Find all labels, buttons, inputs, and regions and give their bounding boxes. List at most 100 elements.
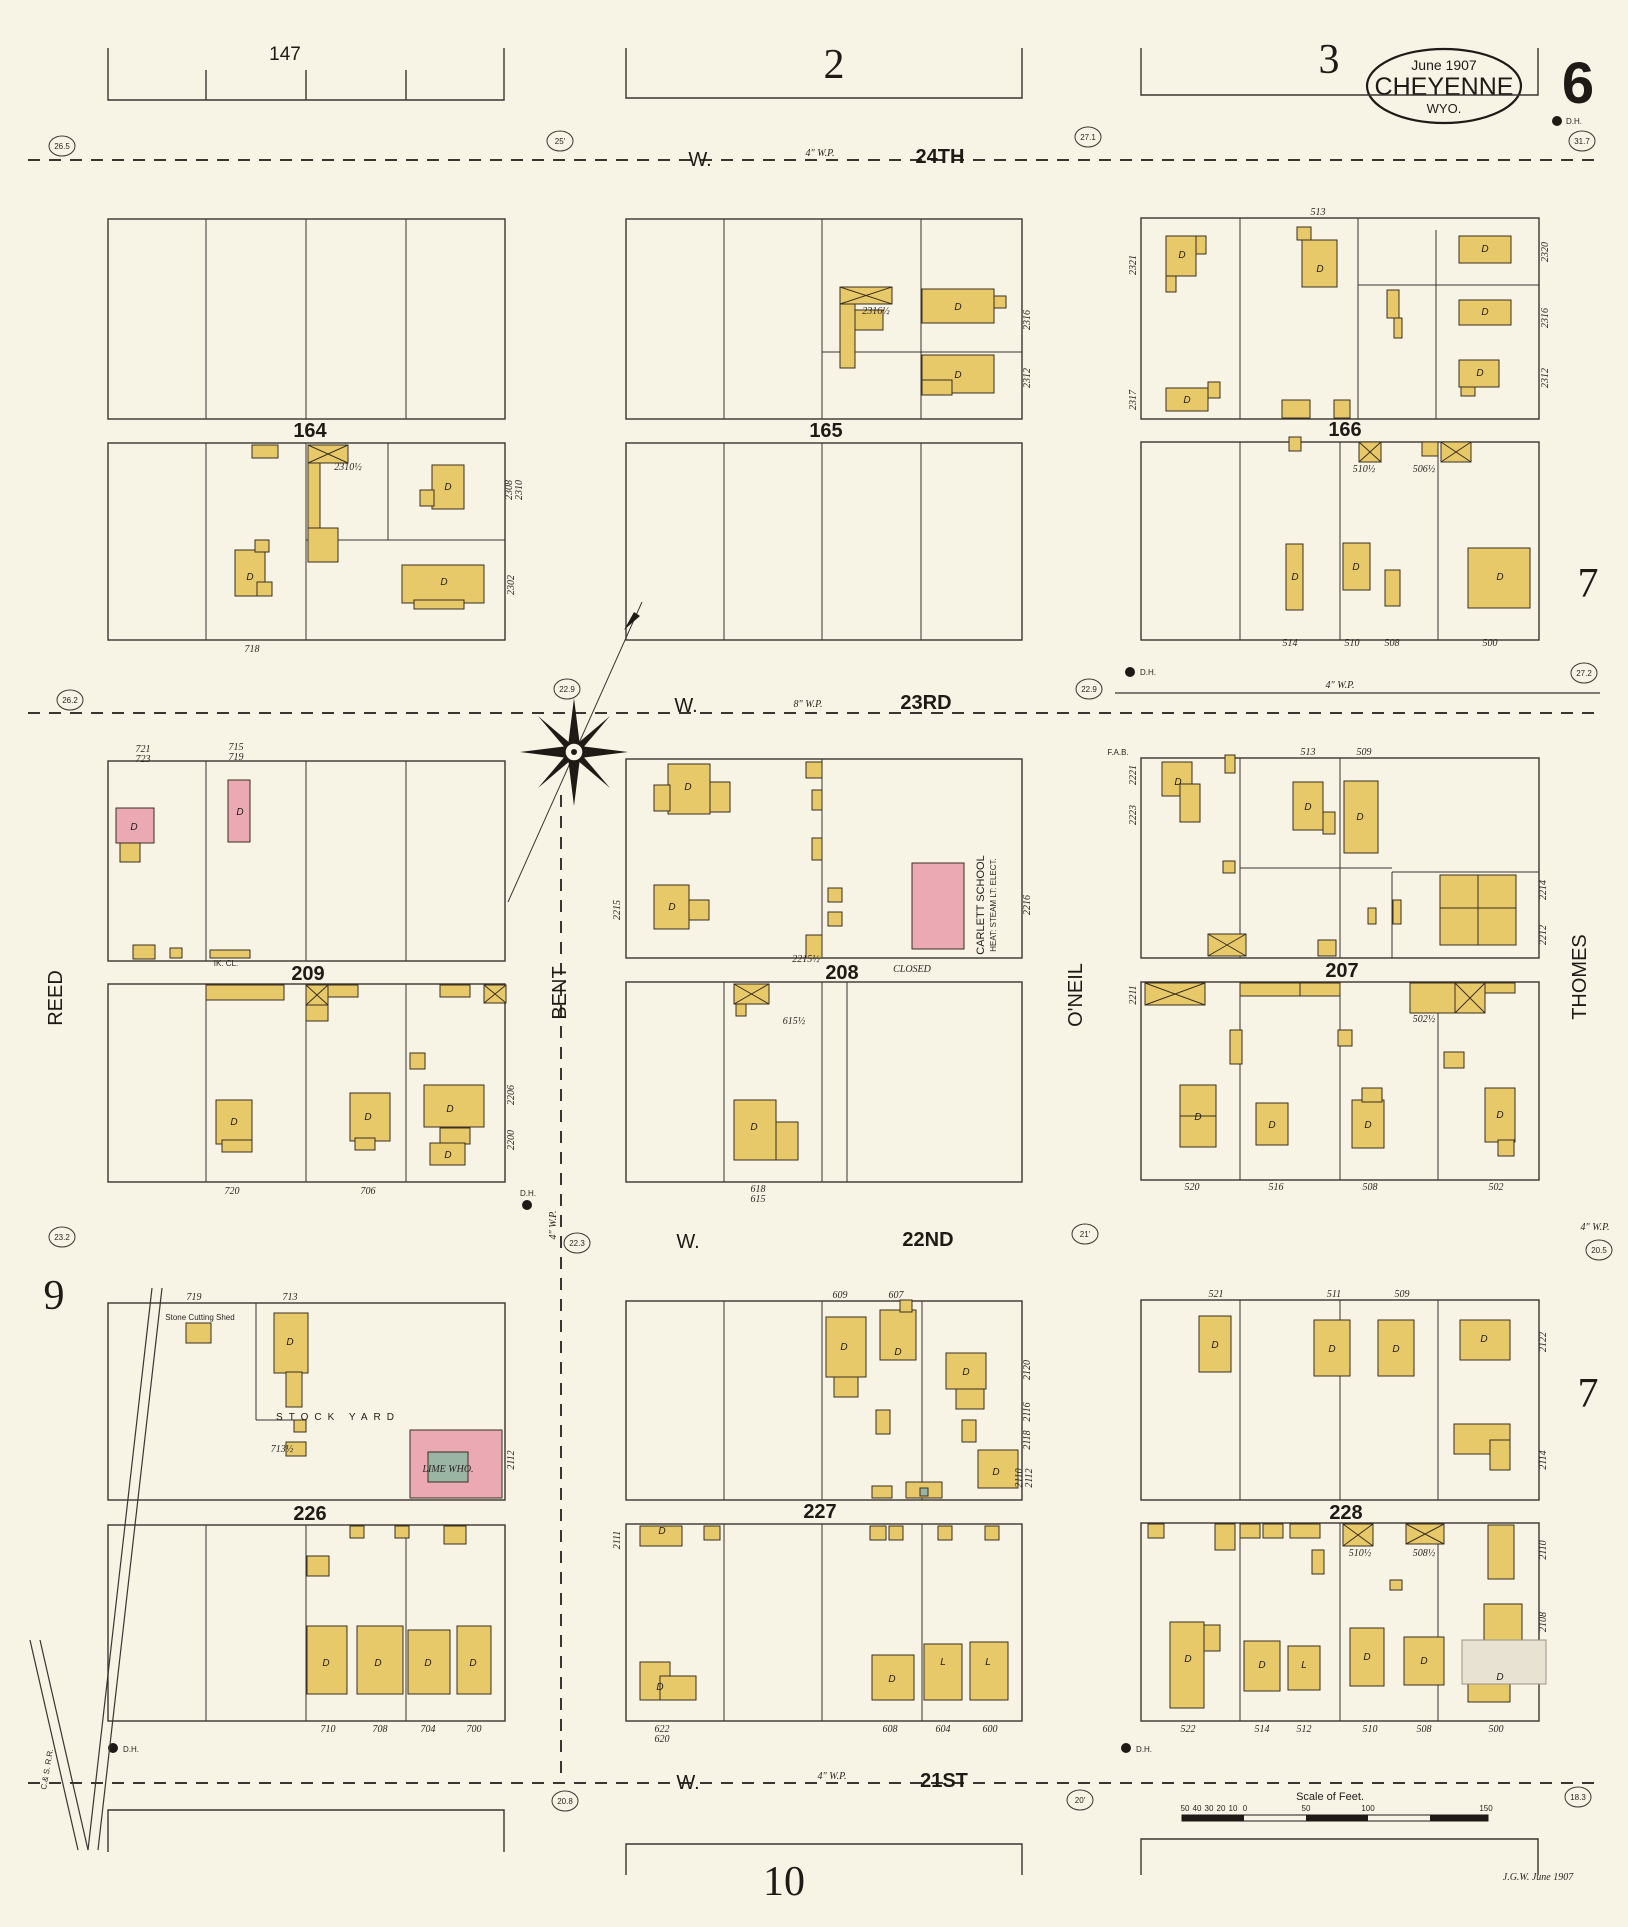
block-number: 164 <box>293 420 327 442</box>
block-number: 207 <box>1325 960 1358 982</box>
dwelling-label: D <box>236 807 243 818</box>
hydrants <box>108 667 1135 1753</box>
dwelling-label: D <box>440 577 447 588</box>
address-number: 2214 <box>1538 880 1549 900</box>
city-block <box>1140 757 1540 1181</box>
address-number: 520 <box>1185 1182 1200 1193</box>
water-pipe-w22: 4" W.P. <box>1581 1222 1610 1233</box>
elevation: 21' <box>1080 1230 1091 1239</box>
dwelling-label: D <box>1304 802 1311 813</box>
dwelling-label: D <box>1258 1660 1265 1671</box>
address-number: 513 <box>1311 207 1326 218</box>
address-number: 2211 <box>1128 985 1139 1004</box>
address-number: 618 <box>751 1184 766 1195</box>
address-number: 510½ <box>1349 1548 1372 1559</box>
water-pipe-w23-east: 4" W.P. <box>1326 680 1355 691</box>
address-number: 719 <box>187 1292 202 1303</box>
dwelling-label: D <box>374 1658 381 1669</box>
dwelling-label: D <box>1363 1652 1370 1663</box>
elevation: 20.5 <box>1591 1246 1607 1255</box>
dwelling-label: L <box>940 1657 946 1668</box>
address-number: 2112 <box>1024 1468 1035 1487</box>
dwelling-label: D <box>1352 562 1359 573</box>
dwelling-label: D <box>1356 812 1363 823</box>
address-number: 609 <box>833 1290 848 1301</box>
dwelling-label: D <box>1364 1120 1371 1131</box>
address-number: 2321 <box>1128 255 1139 275</box>
water-pipe-bent: 4" W.P. <box>548 1211 559 1240</box>
adjacent-sheet-7-lower: 7 <box>1578 1371 1599 1417</box>
elevation-markers <box>48 126 1613 1812</box>
water-pipe-w24: 4" W.P. <box>806 148 835 159</box>
hydrant-label: D.H. <box>1136 1745 1152 1754</box>
water-pipe-w23: 8" W.P. <box>794 699 823 710</box>
scale-title: Scale of Feet. <box>1296 1791 1364 1803</box>
address-number: 510½ <box>1353 464 1376 475</box>
dwelling-label: D <box>1268 1120 1275 1131</box>
title-cartouche: June 1907 CHEYENNE WYO. <box>1365 47 1523 125</box>
address-number: 2320 <box>1540 242 1551 262</box>
block-number: 165 <box>809 420 842 442</box>
dwelling-label: D <box>444 1150 451 1161</box>
adjacent-sheet-10: 10 <box>763 1859 805 1905</box>
address-number: 2310½ <box>334 462 362 473</box>
hydrant-icon <box>1125 667 1135 677</box>
block-number: 227 <box>803 1501 836 1523</box>
city-block <box>107 1302 506 1722</box>
dwelling-label: D <box>1174 777 1181 788</box>
dwelling-label: D <box>1481 244 1488 255</box>
address-number: 508 <box>1417 1724 1432 1735</box>
buildings-block-166 <box>1165 226 1531 611</box>
street-oneil: O'NEIL <box>1065 963 1087 1027</box>
address-number: 708 <box>373 1724 388 1735</box>
elevation: 20.8 <box>557 1797 573 1806</box>
address-number: 2310 <box>514 480 525 500</box>
address-number: 516 <box>1269 1182 1284 1193</box>
address-number: 2316½ <box>862 306 890 317</box>
address-number: 710 <box>321 1724 336 1735</box>
buildings-block-165 <box>839 286 1007 396</box>
address-number: 713½ <box>271 1444 294 1455</box>
buildings-block-164 <box>234 444 485 610</box>
address-number: 508 <box>1363 1182 1378 1193</box>
dwelling-label: D <box>446 1104 453 1115</box>
address-number: 2200 <box>506 1130 517 1150</box>
scale-tick: 10 <box>1229 1804 1238 1813</box>
address-number: 607 <box>889 1290 905 1301</box>
block-number: 226 <box>293 1503 326 1525</box>
surveyor-mark: J.G.W. June 1907 <box>1503 1872 1574 1883</box>
address-number: 720 <box>225 1186 240 1197</box>
dwelling-label: D <box>684 782 691 793</box>
scale-tick: 0 <box>1243 1804 1248 1813</box>
dwelling-label: D <box>1481 307 1488 318</box>
address-number: 509 <box>1357 747 1372 758</box>
address-number: 718 <box>245 644 260 655</box>
scale-bar: Scale of Feet. <box>1181 1791 1489 1822</box>
dwelling-label: D <box>992 1467 999 1478</box>
lime-warehouse-label: LIME WHO. <box>421 1464 473 1475</box>
school-label: CARLETT SCHOOL <box>975 855 987 954</box>
hydrant-icon <box>522 1200 532 1210</box>
dwelling-label: D <box>1291 572 1298 583</box>
dwelling-label: D <box>322 1658 329 1669</box>
dwelling-label: D <box>1194 1112 1201 1123</box>
address-number: 2223 <box>1128 805 1139 825</box>
dwelling-label: D <box>1316 264 1323 275</box>
dwelling-label: L <box>1301 1660 1307 1671</box>
street-centerlines <box>28 159 1600 1784</box>
railroad-tracks <box>29 1287 163 1851</box>
dwelling-label: D <box>1496 572 1503 583</box>
address-number: 700 <box>467 1724 482 1735</box>
scale-tick: 50 <box>1302 1804 1311 1813</box>
dwelling-label: D <box>1476 368 1483 379</box>
adjacent-sheet-7-upper: 7 <box>1578 561 1599 607</box>
city-block <box>1140 1299 1540 1722</box>
scale-tick: 30 <box>1205 1804 1214 1813</box>
address-number: 622 <box>655 1724 670 1735</box>
address-number: 2206 <box>506 1085 517 1105</box>
elevation: 23.2 <box>54 1233 70 1242</box>
address-number: 2317 <box>1128 389 1139 410</box>
address-number: 521 <box>1209 1289 1224 1300</box>
dwelling-label: D <box>954 370 961 381</box>
